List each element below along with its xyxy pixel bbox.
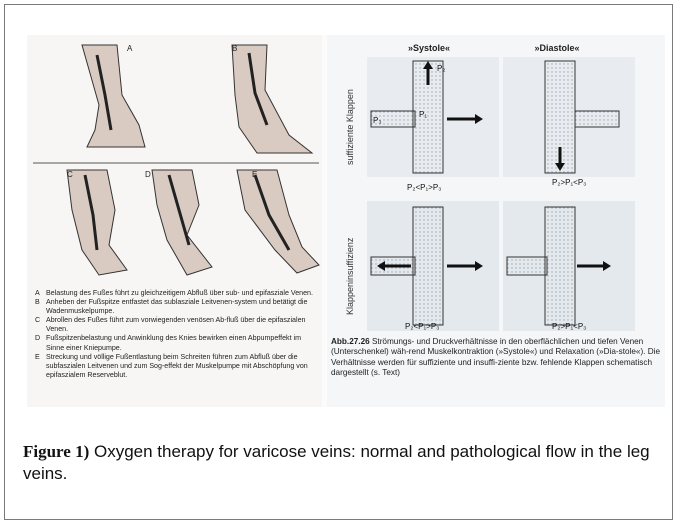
leg-b	[232, 45, 312, 153]
legend-item: E Streckung und völlige Fußentlastung be…	[35, 353, 319, 380]
schematic-caption: Abb.27.26 Strömungs- und Druckverhältnis…	[331, 337, 661, 379]
panel-letter-b: B	[232, 44, 237, 53]
quadrant-systole-insufficient: P₂<P₁>P₃	[367, 201, 499, 331]
row-label-insufficient: Klappeninsuffizienz	[345, 238, 355, 315]
col-label-diastole: »Diastole«	[534, 43, 579, 53]
figure-caption: Figure 1) Oxygen therapy for varicose ve…	[23, 441, 673, 485]
caption-number: Abb.27.26	[331, 337, 370, 346]
panel-letter-d: D	[145, 170, 151, 179]
equation: P₂>P₁<P₃	[552, 178, 586, 187]
legend-item: B Anheben der Fußspitze entfastet das su…	[35, 298, 319, 316]
caption-text: Strömungs- und Druckverhältnisse in den …	[331, 337, 660, 377]
legend-item: A Belastung des Fußes führt zu gleichzei…	[35, 289, 319, 298]
pressure-label: P₂	[437, 64, 445, 73]
pressure-label: P₃	[373, 116, 382, 125]
equation: P₂<P₁>P₃	[407, 183, 441, 192]
panel-letter-a: A	[127, 44, 133, 53]
pressure-label: P₁	[419, 110, 427, 119]
figure-frame: A B C D E A Belastung des Fußes führt zu…	[4, 4, 673, 520]
legend-item: D Fußspitzenbelastung und Anwinklung des…	[35, 334, 319, 352]
figure-label: Figure 1)	[23, 442, 89, 461]
leg-illustration: A B C D E	[27, 35, 322, 285]
equation: P₂>P₁<P₃	[552, 322, 586, 331]
quadrant-systole-sufficient: P₂ P₁ P₃ P₂<P₁>P₃	[367, 57, 499, 192]
panel-letter-c: C	[67, 170, 73, 179]
equation: P₂<P₁>P₃	[405, 322, 439, 331]
quadrant-diastole-insufficient: P₂>P₁<P₃	[503, 201, 635, 331]
leg-c	[67, 170, 127, 275]
legend-item: C Abrollen des Fußes führt zum vorwiegen…	[35, 316, 319, 334]
row-label-sufficient: suffiziente Klappen	[345, 89, 355, 165]
leg-a	[82, 45, 145, 147]
pressure-schematic: »Systole« »Diastole« P₂ P₁ P₃ P₂<P₁>P₃	[327, 35, 665, 335]
col-label-systole: »Systole«	[408, 43, 450, 53]
scanned-figure: A B C D E A Belastung des Fußes führt zu…	[27, 35, 665, 407]
leg-illustration-panel: A B C D E A Belastung des Fußes führt zu…	[27, 35, 322, 407]
leg-d	[152, 170, 212, 275]
leg-legend: A Belastung des Fußes führt zu gleichzei…	[35, 289, 319, 380]
quadrant-diastole-sufficient: P₂>P₁<P₃	[503, 57, 635, 187]
panel-letter-e: E	[252, 170, 257, 179]
leg-e	[237, 170, 319, 273]
pressure-schematic-panel: »Systole« »Diastole« P₂ P₁ P₃ P₂<P₁>P₃	[327, 35, 665, 407]
figure-caption-text: Oxygen therapy for varicose veins: norma…	[23, 442, 650, 483]
